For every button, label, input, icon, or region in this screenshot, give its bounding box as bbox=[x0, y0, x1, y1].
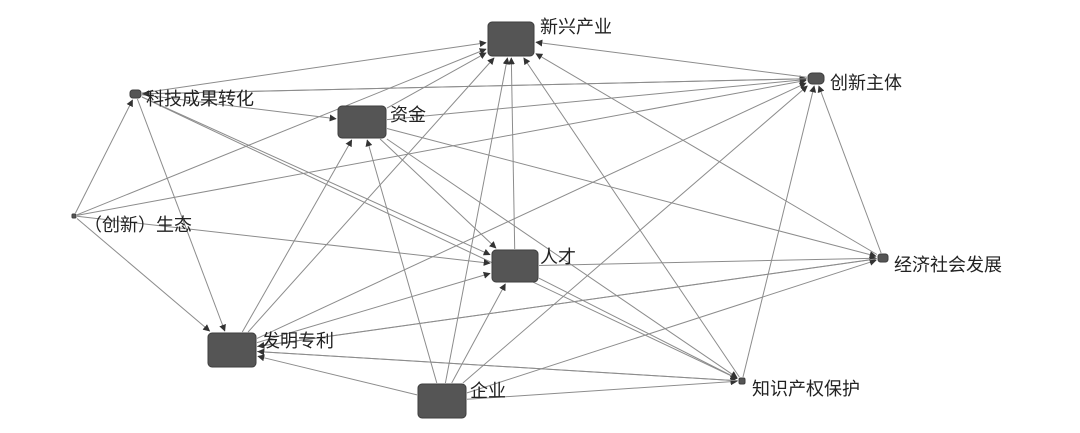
node-invention-patent-label: 发明专利 bbox=[262, 331, 334, 352]
edge-ecology-to-techtransfer bbox=[75, 99, 133, 214]
edge-enterprise-to-socioecon bbox=[466, 258, 877, 394]
node-emerging-industry-box bbox=[487, 21, 535, 57]
node-ip-protection: 知识产权保护 bbox=[738, 377, 860, 400]
node-innovation-entity-box bbox=[807, 72, 825, 85]
edge-capital-to-innovator bbox=[386, 76, 807, 121]
node-capital-label: 资金 bbox=[390, 105, 426, 126]
edge-enterprise-to-patent bbox=[257, 354, 418, 396]
edge-enterprise-to-talent bbox=[451, 283, 506, 384]
edge-talent-to-ipprotect bbox=[538, 277, 738, 379]
node-talent-box bbox=[491, 249, 539, 283]
edge-innovator-to-techtransfer bbox=[142, 78, 808, 98]
edge-enterprise-to-innovator bbox=[462, 85, 808, 384]
edge-techtransfer-to-patent bbox=[136, 98, 226, 332]
node-innovation-entity: 创新主体 bbox=[807, 72, 902, 94]
node-ip-protection-label: 知识产权保护 bbox=[752, 379, 860, 400]
edge-techtransfer-to-talent bbox=[141, 96, 491, 256]
node-emerging-industry: 新兴产业 bbox=[487, 17, 612, 57]
node-invention-patent-box bbox=[207, 332, 257, 368]
node-innovation-ecology-box bbox=[71, 213, 77, 219]
edge-ipprotect-to-patent bbox=[257, 348, 739, 382]
edge-capital-to-ipprotect bbox=[386, 138, 738, 379]
node-enterprise: 企业 bbox=[417, 381, 506, 419]
edge-ecology-to-patent bbox=[76, 218, 211, 332]
edge-socioecon-to-patent bbox=[257, 258, 878, 349]
edge-patent-to-talent bbox=[256, 271, 491, 344]
edge-ecology-to-emerging bbox=[76, 48, 487, 216]
node-capital: 资金 bbox=[337, 105, 426, 139]
edge-talent-to-emerging bbox=[507, 57, 516, 250]
edge-socioecon-to-innovator bbox=[817, 85, 882, 254]
node-innovation-ecology-label: （创新）生态 bbox=[84, 215, 192, 236]
edge-enterprise-to-ipprotect bbox=[466, 378, 738, 400]
node-invention-patent: 发明专利 bbox=[207, 331, 334, 368]
edge-ipprotect-to-emerging bbox=[523, 57, 740, 378]
edge-innovator-to-emerging bbox=[535, 39, 808, 78]
edge-socioecon-to-emerging bbox=[535, 53, 878, 255]
edge-enterprise-to-capital bbox=[365, 139, 438, 384]
node-socioeconomic-development-label: 经济社会发展 bbox=[894, 255, 1002, 276]
edge-patent-to-capital bbox=[241, 139, 353, 333]
node-talent-label: 人才 bbox=[540, 247, 576, 268]
edge-talent-to-socioecon bbox=[538, 254, 877, 266]
node-ip-protection-box bbox=[738, 377, 746, 385]
edge-techtransfer-to-capital bbox=[141, 94, 337, 122]
edge-ecology-to-innovator bbox=[76, 78, 807, 216]
node-tech-transfer-box bbox=[129, 89, 142, 99]
edge-enterprise-to-emerging bbox=[444, 57, 510, 384]
edge-ecology-to-talent bbox=[76, 215, 491, 266]
node-innovation-ecology: （创新）生态 bbox=[71, 213, 192, 236]
edge-patent-to-emerging bbox=[247, 57, 495, 333]
edge-capital-to-socioecon bbox=[386, 128, 877, 258]
node-innovation-entity-label: 创新主体 bbox=[830, 73, 902, 94]
node-tech-transfer: 科技成果转化 bbox=[129, 89, 254, 110]
node-enterprise-box bbox=[417, 383, 467, 419]
edge-techtransfer-to-emerging bbox=[141, 40, 487, 94]
edge-ipprotect-to-innovator bbox=[742, 85, 817, 378]
node-capital-box bbox=[337, 105, 387, 139]
node-enterprise-label: 企业 bbox=[470, 381, 506, 402]
edge-techtransfer-to-ipprotect bbox=[141, 96, 738, 380]
node-emerging-industry-label: 新兴产业 bbox=[540, 17, 612, 38]
node-tech-transfer-label: 科技成果转化 bbox=[146, 89, 254, 110]
edge-capital-to-talent bbox=[379, 138, 497, 249]
node-socioeconomic-development-box bbox=[877, 253, 889, 263]
edge-layer bbox=[75, 39, 882, 400]
edge-capital-to-emerging bbox=[386, 52, 487, 109]
node-talent: 人才 bbox=[491, 247, 576, 283]
node-socioeconomic-development: 经济社会发展 bbox=[877, 253, 1002, 276]
edge-patent-to-innovator bbox=[256, 82, 807, 339]
